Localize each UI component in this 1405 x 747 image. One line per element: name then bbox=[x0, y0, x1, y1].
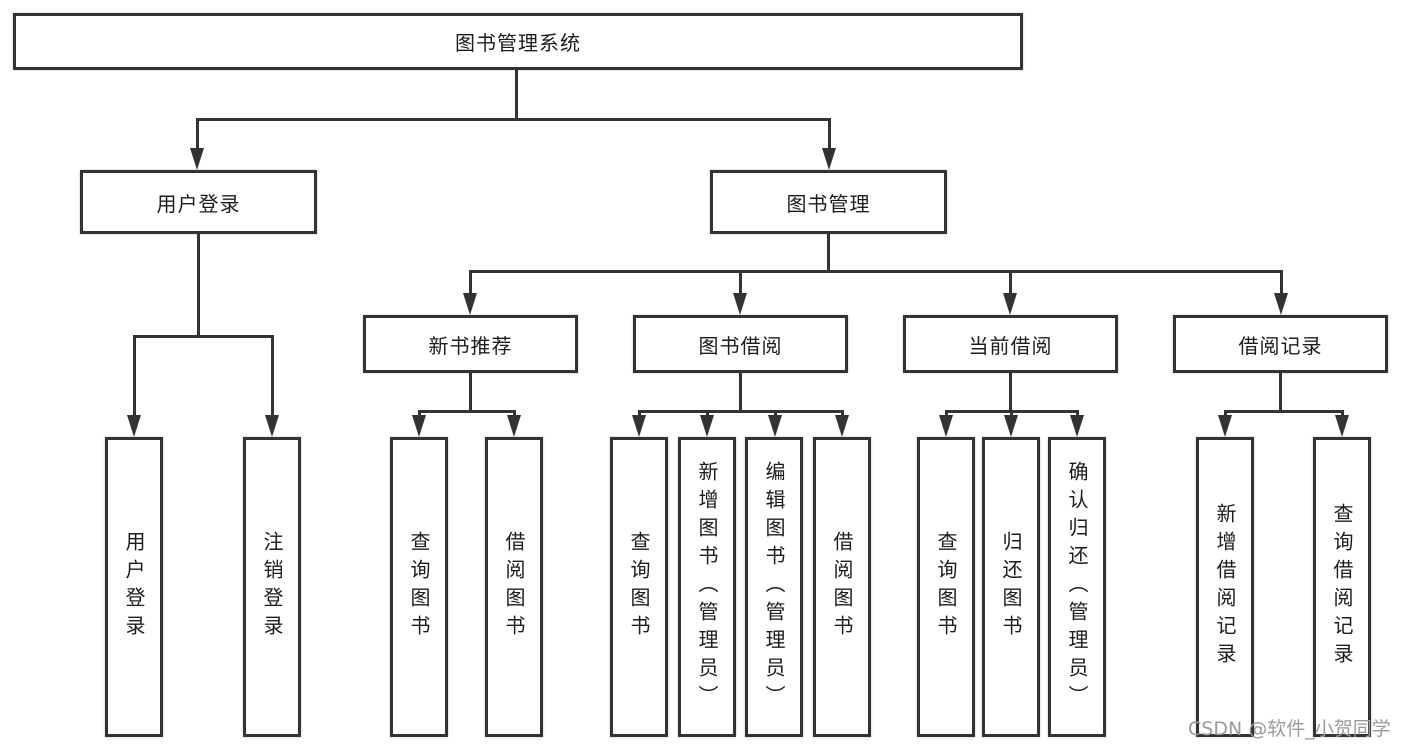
arrowhead-book-borrowing bbox=[733, 293, 747, 315]
arrowhead-leaf-return-books bbox=[1004, 415, 1018, 437]
leaf-logout-login-label: 注销登录 bbox=[260, 531, 284, 643]
arrowhead-user-login bbox=[190, 148, 204, 170]
arrowhead-book-management bbox=[822, 148, 836, 170]
node-current-borrowing: 当前借阅 bbox=[903, 315, 1118, 373]
arrowhead-leaf-query-c bbox=[939, 415, 953, 437]
connector-drop-leaf-add-record bbox=[1224, 410, 1227, 415]
node-borrowing-records-label: 借阅记录 bbox=[1238, 333, 1323, 358]
leaf-borrow-books-a-label: 借阅图书 bbox=[502, 531, 526, 643]
arrowhead-leaf-user-login bbox=[127, 415, 141, 437]
connector-book-management-stem bbox=[827, 234, 830, 270]
connector-drop-leaf-query-a bbox=[418, 410, 421, 415]
connector-drop-new-book-recommend bbox=[469, 270, 472, 293]
node-book-borrowing-label: 图书借阅 bbox=[698, 333, 783, 358]
leaf-query-books-c: 查询图书 bbox=[917, 437, 975, 737]
connector-drop-leaf-return-books bbox=[1010, 410, 1013, 415]
leaf-add-borrow-record-label: 新增借阅记录 bbox=[1213, 503, 1237, 671]
connector-drop-leaf-add-books bbox=[706, 410, 709, 415]
leaf-add-borrow-record: 新增借阅记录 bbox=[1196, 437, 1254, 737]
leaf-query-books-a-label: 查询图书 bbox=[407, 531, 431, 643]
node-new-book-recommend-label: 新书推荐 bbox=[428, 333, 513, 358]
leaf-return-books: 归还图书 bbox=[982, 437, 1040, 737]
arrowhead-leaf-query-b bbox=[632, 415, 646, 437]
arrowhead-current-borrowing bbox=[1003, 293, 1017, 315]
leaf-user-login-label: 用户登录 bbox=[122, 531, 146, 643]
leaf-add-books-admin: 新增图书（管理员） bbox=[678, 437, 736, 737]
connector-drop-leaf-query-b bbox=[638, 410, 641, 415]
leaf-borrow-books-b: 借阅图书 bbox=[813, 437, 871, 737]
connector-drop-borrowing-records bbox=[1280, 270, 1283, 293]
node-borrowing-records: 借阅记录 bbox=[1173, 315, 1388, 373]
leaf-edit-books-admin-label: 编辑图书（管理员） bbox=[762, 461, 786, 713]
connector-borrowing-records-bar bbox=[1224, 410, 1342, 413]
arrowhead-leaf-add-record bbox=[1218, 415, 1232, 437]
connector-book-borrowing-stem bbox=[739, 373, 742, 410]
node-book-management: 图书管理 bbox=[710, 170, 947, 234]
connector-book-borrowing-bar bbox=[639, 410, 842, 413]
leaf-confirm-return-admin-label: 确认归还（管理员） bbox=[1065, 461, 1089, 713]
connector-drop-book-management bbox=[828, 118, 831, 148]
arrowhead-leaf-confirm-return bbox=[1070, 415, 1084, 437]
leaf-query-books-c-label: 查询图书 bbox=[934, 531, 958, 643]
arrowhead-new-book-recommend bbox=[463, 293, 477, 315]
arrowhead-leaf-query-a bbox=[412, 415, 426, 437]
leaf-user-login: 用户登录 bbox=[105, 437, 163, 737]
arrowhead-leaf-edit-books bbox=[768, 415, 782, 437]
connector-borrowing-records-stem bbox=[1279, 373, 1282, 410]
node-root-label: 图书管理系统 bbox=[455, 31, 581, 55]
arrowhead-borrowing-records bbox=[1274, 293, 1288, 315]
connector-drop-leaf-user-login bbox=[133, 335, 136, 415]
leaf-logout-login: 注销登录 bbox=[243, 437, 301, 737]
connector-root-stem bbox=[515, 70, 518, 118]
connector-user-login-bar bbox=[134, 335, 272, 338]
node-root: 图书管理系统 bbox=[13, 13, 1023, 70]
leaf-query-borrow-record-label: 查询借阅记录 bbox=[1330, 503, 1354, 671]
connector-book-management-bar bbox=[470, 270, 1281, 273]
leaf-query-borrow-record: 查询借阅记录 bbox=[1313, 437, 1371, 737]
connector-drop-leaf-borrow-b bbox=[841, 410, 844, 415]
leaf-borrow-books-b-label: 借阅图书 bbox=[830, 531, 854, 643]
leaf-edit-books-admin: 编辑图书（管理员） bbox=[745, 437, 803, 737]
node-current-borrowing-label: 当前借阅 bbox=[968, 333, 1053, 358]
connector-root-bar bbox=[197, 118, 830, 121]
leaf-borrow-books-a: 借阅图书 bbox=[485, 437, 543, 737]
connector-user-login-stem bbox=[197, 234, 200, 335]
node-user-login-label: 用户登录 bbox=[156, 191, 241, 216]
connector-drop-leaf-edit-books bbox=[774, 410, 777, 415]
leaf-confirm-return-admin: 确认归还（管理员） bbox=[1048, 437, 1106, 737]
connector-drop-leaf-query-record bbox=[1341, 410, 1344, 415]
arrowhead-leaf-query-record bbox=[1335, 415, 1349, 437]
leaf-query-books-b-label: 查询图书 bbox=[627, 531, 651, 643]
connector-drop-user-login bbox=[196, 118, 199, 148]
connector-new-book-recommend-bar bbox=[419, 410, 514, 413]
node-user-login: 用户登录 bbox=[80, 170, 317, 234]
arrowhead-leaf-logout bbox=[265, 415, 279, 437]
arrowhead-leaf-add-books bbox=[700, 415, 714, 437]
arrowhead-leaf-borrow-b bbox=[835, 415, 849, 437]
leaf-add-books-admin-label: 新增图书（管理员） bbox=[695, 461, 719, 713]
connector-drop-leaf-borrow-a bbox=[513, 410, 516, 415]
csdn-watermark: CSDN @软件_小贺同学 bbox=[1188, 718, 1391, 740]
leaf-query-books-b: 查询图书 bbox=[610, 437, 668, 737]
connector-current-borrowing-stem bbox=[1009, 373, 1012, 410]
node-book-management-label: 图书管理 bbox=[786, 191, 871, 216]
node-new-book-recommend: 新书推荐 bbox=[363, 315, 578, 373]
connector-drop-current-borrowing bbox=[1009, 270, 1012, 293]
connector-new-book-recommend-stem bbox=[469, 373, 472, 410]
leaf-return-books-label: 归还图书 bbox=[999, 531, 1023, 643]
arrowhead-leaf-borrow-a bbox=[507, 415, 521, 437]
leaf-query-books-a: 查询图书 bbox=[390, 437, 448, 737]
connector-drop-leaf-logout bbox=[271, 335, 274, 415]
connector-drop-leaf-query-c bbox=[945, 410, 948, 415]
connector-drop-book-borrowing bbox=[739, 270, 742, 293]
node-book-borrowing: 图书借阅 bbox=[633, 315, 848, 373]
connector-drop-leaf-confirm-return bbox=[1076, 410, 1079, 415]
